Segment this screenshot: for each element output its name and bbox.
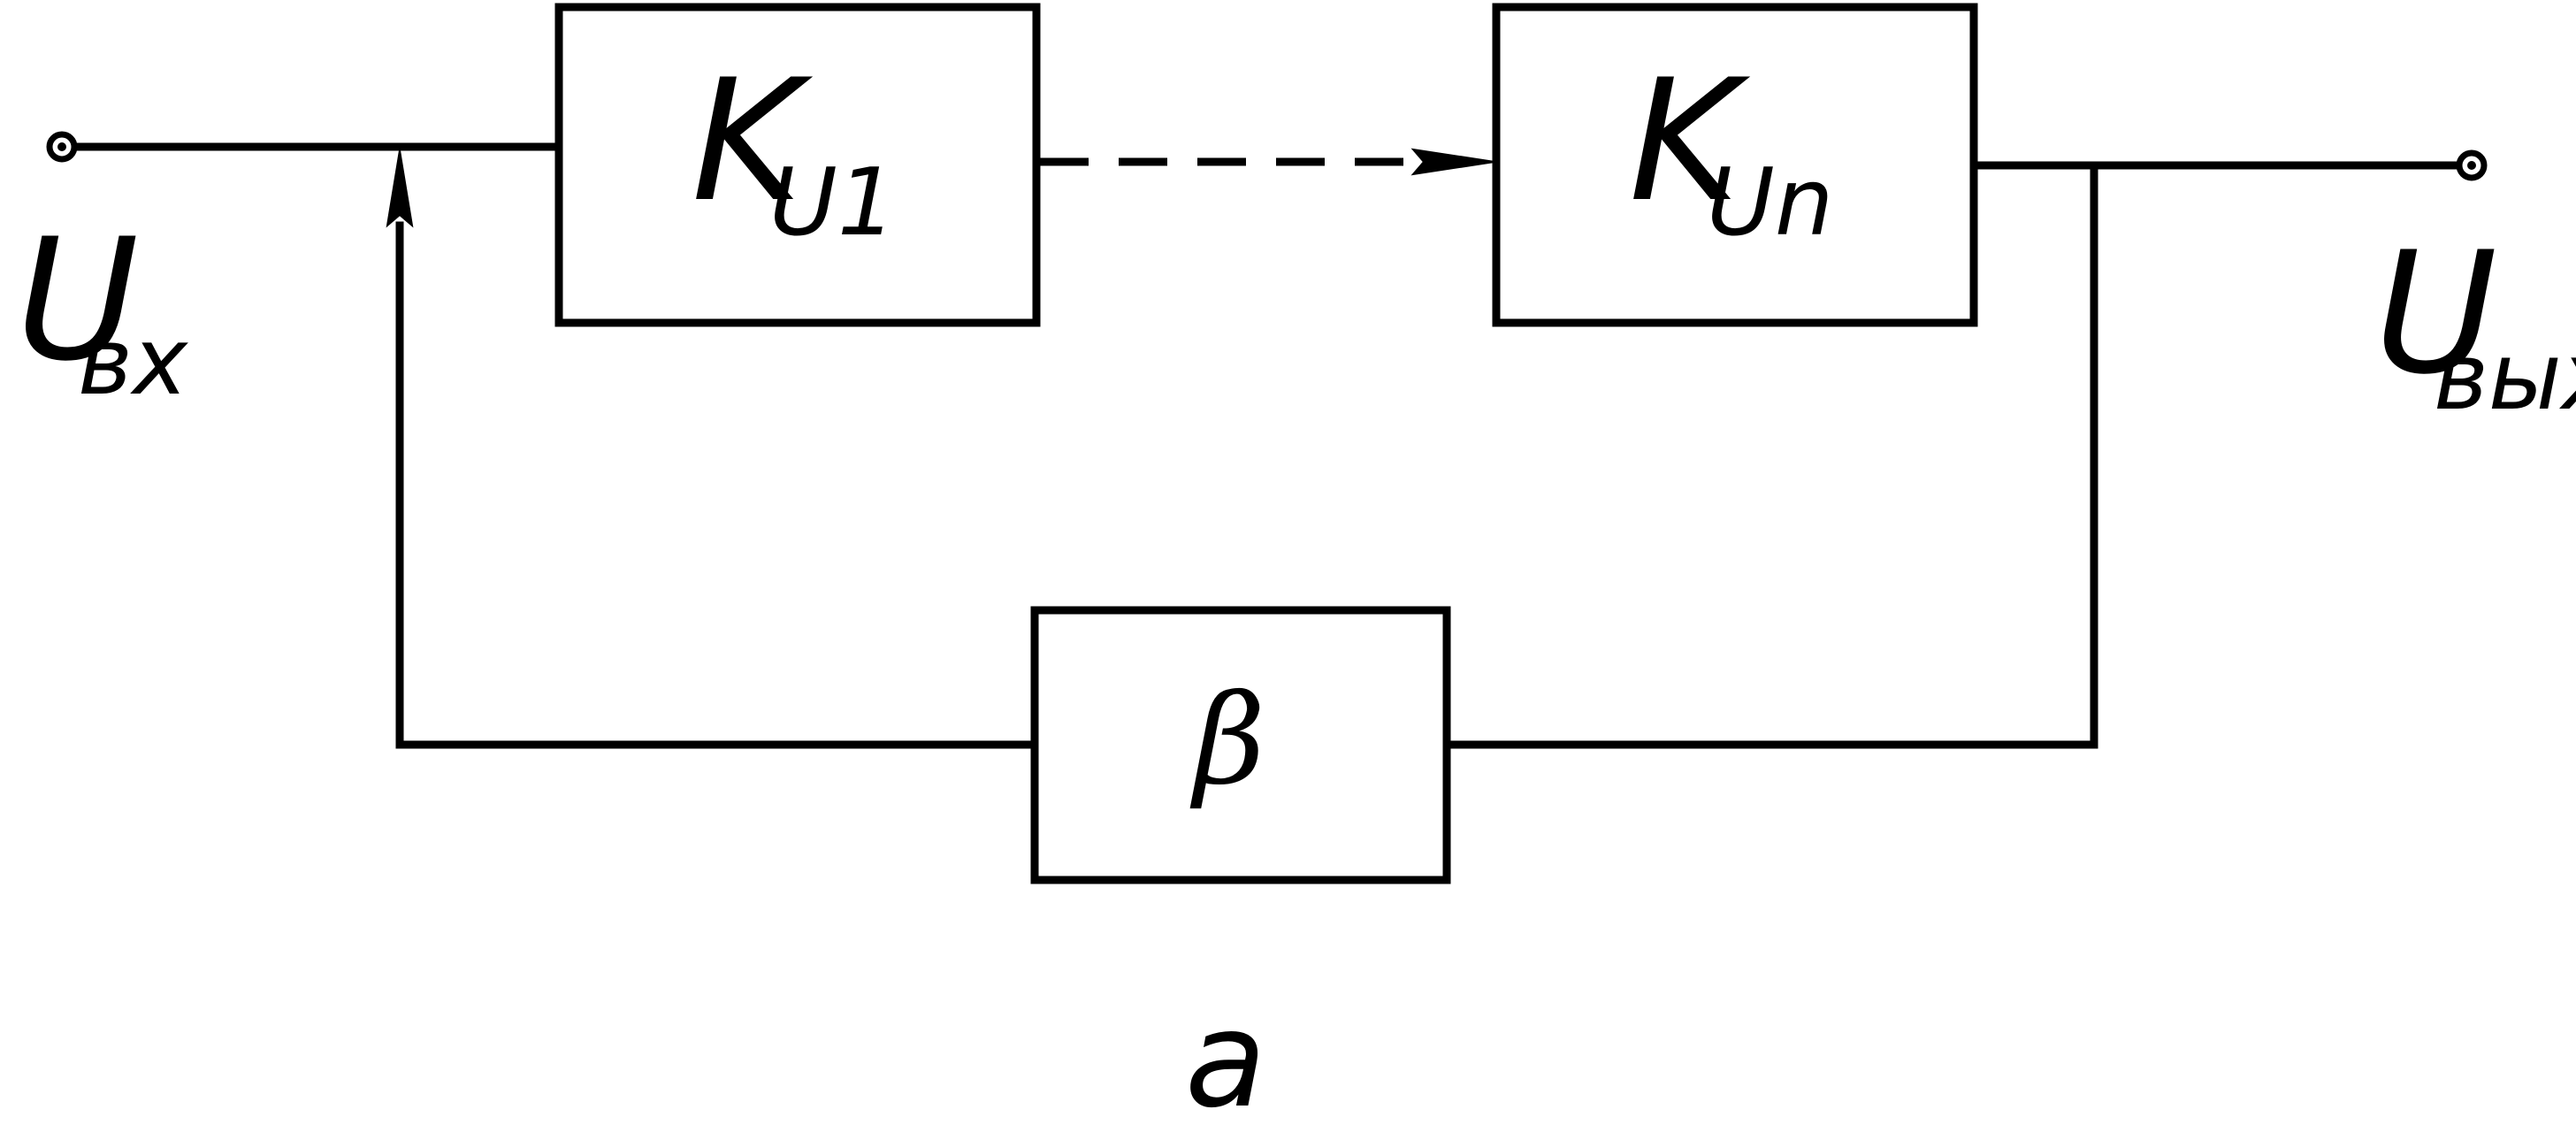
connector-arrowhead: [1410, 148, 1495, 176]
input-terminal: [46, 131, 78, 163]
output-terminal: [2456, 149, 2488, 181]
block-ku1-symbol: K: [692, 43, 814, 239]
block-kun-symbol: K: [1629, 43, 1751, 239]
feedback-arrowhead: [386, 149, 414, 228]
block-kun-subscript: Un: [1707, 149, 1833, 256]
block-ku1: K U1: [554, 3, 1041, 327]
input-label-subscript: вх: [78, 308, 189, 416]
output-label-subscript: вых: [2434, 323, 2576, 431]
block-beta-symbol: β: [1189, 669, 1265, 813]
input-label: U вх: [16, 203, 189, 416]
block-ku1-subscript: U1: [769, 149, 897, 256]
dashed-stage-connector: [1040, 148, 1495, 176]
block-kun: K Un: [1492, 3, 1978, 327]
feedback-path: [386, 149, 2098, 749]
figure-caption: a: [1185, 983, 1266, 1137]
block-beta: β: [1030, 606, 1451, 884]
output-label-symbol: U: [2374, 216, 2497, 411]
input-label-symbol: U: [16, 203, 139, 398]
output-label: U вых: [2374, 216, 2576, 431]
